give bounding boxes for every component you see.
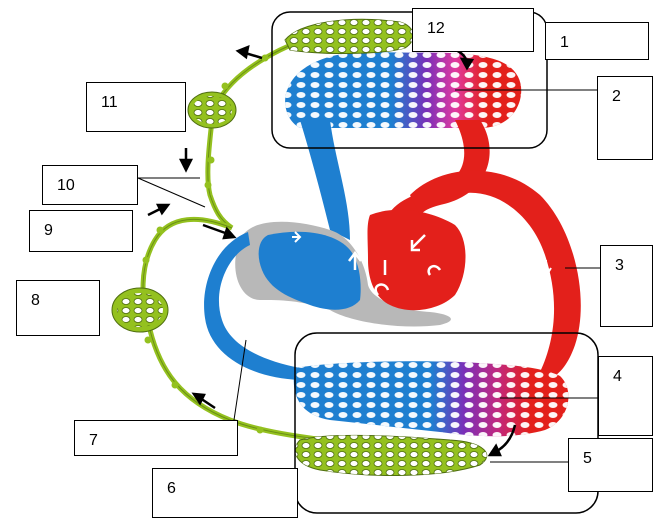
systemic-artery — [410, 170, 581, 376]
label-text-2: 2 — [612, 88, 621, 105]
label-text-1: 1 — [560, 34, 569, 51]
systemic-capillary-bed — [293, 361, 569, 437]
label-text-5: 5 — [583, 450, 592, 467]
label-box-12[interactable]: 12 — [412, 8, 534, 52]
heart — [235, 209, 466, 327]
arrow-icon-to-vein — [202, 223, 237, 240]
label-box-6[interactable]: 6 — [152, 468, 298, 518]
arrow-icon-bottom-bed — [487, 424, 517, 457]
arrow-icon-down — [178, 148, 194, 173]
pulmonary-region-outline — [271, 11, 548, 149]
label-box-3[interactable]: 3 — [600, 245, 653, 327]
label-text-7: 7 — [89, 432, 98, 449]
label-text-12: 12 — [427, 20, 445, 37]
leader-lines — [137, 89, 600, 463]
label-box-8[interactable]: 8 — [16, 280, 100, 336]
arrow-icon-bottom-left — [191, 392, 216, 410]
label-text-6: 6 — [167, 480, 176, 497]
label-text-9: 9 — [44, 222, 53, 239]
label-text-10: 10 — [57, 177, 75, 194]
label-text-8: 8 — [31, 292, 40, 309]
arrow-icon-top-left — [235, 44, 263, 60]
label-box-2[interactable]: 2 — [597, 76, 653, 160]
label-box-5[interactable]: 5 — [568, 438, 653, 492]
systemic-vein — [204, 231, 302, 380]
arrow-icon-upright — [147, 203, 171, 217]
flow-arrows — [147, 44, 517, 457]
label-box-9[interactable]: 9 — [29, 210, 133, 252]
pulmonary-capillary-bed — [285, 51, 522, 128]
label-box-11[interactable]: 11 — [86, 82, 186, 132]
pulmonary-vessels — [300, 120, 490, 240]
label-text-4: 4 — [613, 368, 622, 385]
label-text-3: 3 — [615, 257, 624, 274]
label-box-1[interactable]: 1 — [545, 22, 649, 60]
label-box-7[interactable]: 7 — [74, 420, 238, 456]
lymphatic-system — [111, 18, 488, 476]
label-box-4[interactable]: 4 — [598, 356, 653, 436]
label-text-11: 11 — [101, 94, 118, 111]
label-box-10[interactable]: 10 — [42, 165, 138, 205]
